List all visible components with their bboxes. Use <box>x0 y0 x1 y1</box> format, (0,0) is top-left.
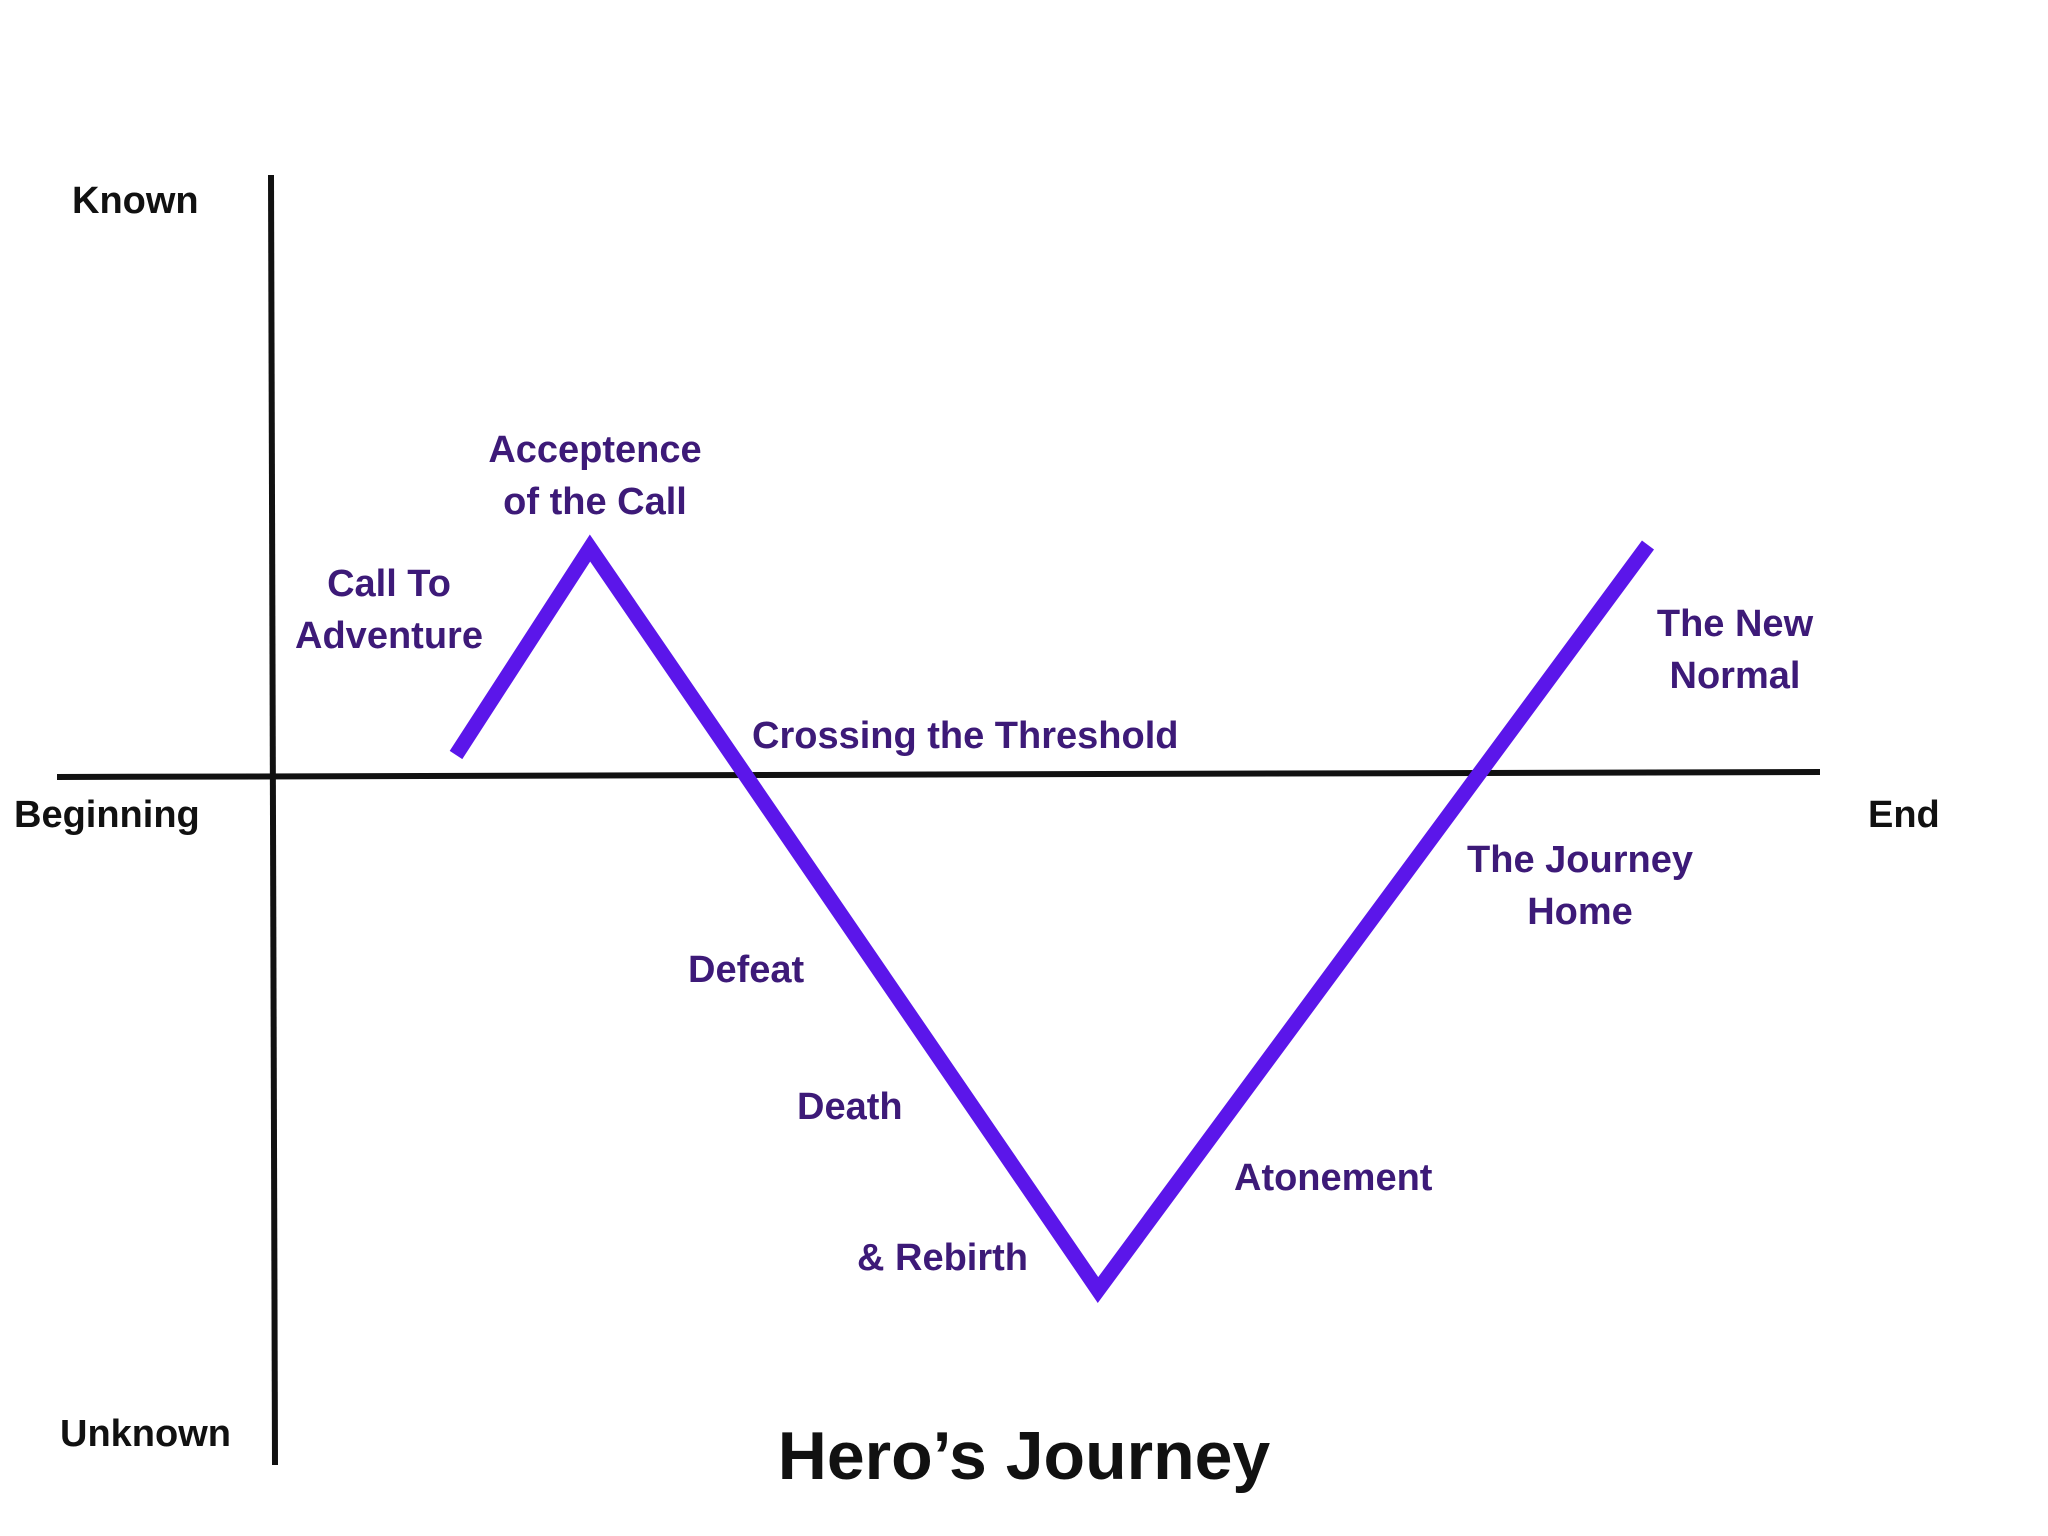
stage-label-the-new-normal: The New Normal <box>1656 603 1814 698</box>
stage-label-defeat: Defeat <box>688 949 805 991</box>
axis-label-beginning: Beginning <box>14 794 200 836</box>
stage-label-crossing-the-threshold: Crossing the Threshold <box>752 715 1179 757</box>
axis-label-known: Known <box>72 180 199 222</box>
stage-label-the-journey-home: The Journey Home <box>1467 839 1693 934</box>
axis-label-end: End <box>1868 794 1940 836</box>
axis-label-unknown: Unknown <box>60 1413 231 1455</box>
stage-label-call-to-adventure: Call To Adventure <box>295 563 483 658</box>
journey-path-line <box>449 534 1655 1303</box>
horizontal-axis <box>56 769 1821 780</box>
stage-label-acceptance-of-the-call: Acceptence of the Call <box>488 429 702 524</box>
diagram-title: Hero’s Journey <box>777 1418 1271 1494</box>
vertical-axis <box>268 174 278 1466</box>
stage-label-rebirth: & Rebirth <box>857 1237 1028 1279</box>
stage-label-death: Death <box>797 1086 903 1128</box>
stage-label-atonement: Atonement <box>1234 1157 1433 1199</box>
